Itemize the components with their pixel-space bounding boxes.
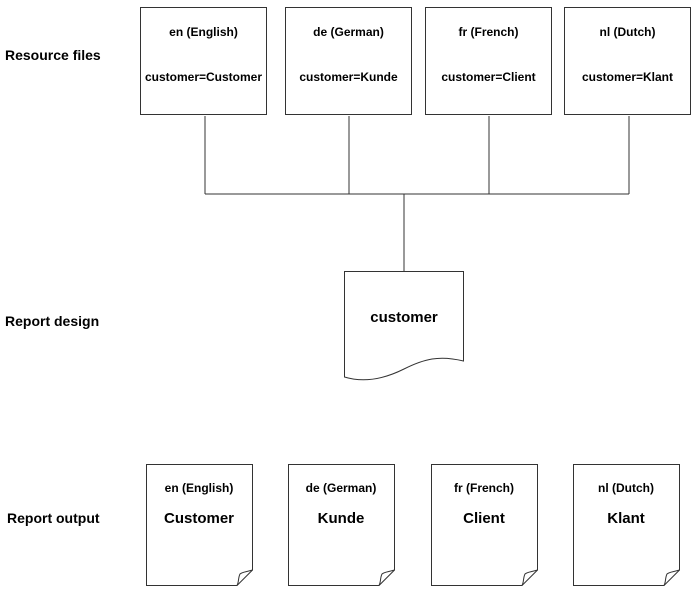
report-output-nl: nl (Dutch) Klant xyxy=(573,464,681,586)
row-label-report-design: Report design xyxy=(5,313,100,329)
report-output-language: nl (Dutch) xyxy=(598,481,654,495)
report-design-document: customer xyxy=(344,271,464,385)
report-output-en: en (English) Customer xyxy=(146,464,254,586)
report-output-language: de (German) xyxy=(305,481,377,495)
report-output-value: Kunde xyxy=(317,510,365,527)
resource-file-language: en (English) xyxy=(169,25,238,39)
resource-file-entry: customer=Klant xyxy=(581,70,674,84)
resource-file-de: de (German) customer=Kunde xyxy=(285,7,412,115)
page-curl-shape xyxy=(288,464,395,586)
resource-file-en: en (English) customer=Customer xyxy=(140,7,267,115)
resource-file-language: nl (Dutch) xyxy=(599,25,656,39)
page-curl-shape xyxy=(573,464,680,586)
page-curl-shape xyxy=(431,464,538,586)
resource-file-nl: nl (Dutch) customer=Klant xyxy=(564,7,691,115)
resource-file-fr: fr (French) customer=Client xyxy=(425,7,552,115)
resource-file-language: fr (French) xyxy=(458,25,519,39)
report-output-value: Client xyxy=(463,510,505,527)
report-output-language: fr (French) xyxy=(454,481,514,495)
report-design-field: customer xyxy=(370,309,438,326)
resource-file-entry: customer=Customer xyxy=(144,70,263,84)
report-output-value: Customer xyxy=(163,510,234,527)
page-curl-shape xyxy=(146,464,253,586)
report-output-de: de (German) Kunde xyxy=(288,464,396,586)
report-output-value: Klant xyxy=(607,510,645,527)
row-label-resource-files: Resource files xyxy=(5,47,101,63)
report-output-language: en (English) xyxy=(164,481,234,495)
resource-file-entry: customer=Kunde xyxy=(299,70,398,84)
document-shape xyxy=(344,271,464,381)
resource-file-language: de (German) xyxy=(313,25,384,39)
resource-file-entry: customer=Client xyxy=(441,70,536,84)
row-label-report-output: Report output xyxy=(7,510,100,526)
report-output-fr: fr (French) Client xyxy=(431,464,539,586)
